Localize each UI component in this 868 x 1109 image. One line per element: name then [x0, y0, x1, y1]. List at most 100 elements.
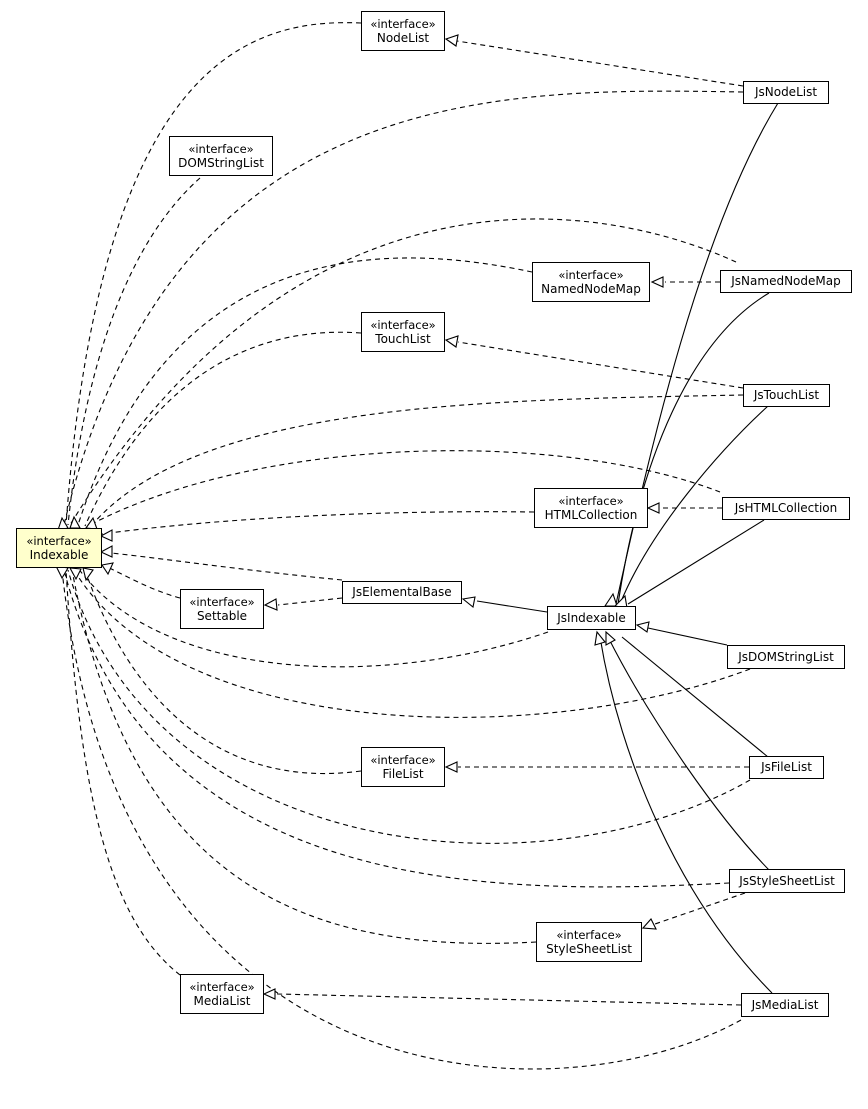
- node-jselementalbase[interactable]: JsElementalBase: [342, 581, 462, 604]
- edge-jsmedialist-indexable: [61, 569, 742, 1070]
- class-name: StyleSheetList: [546, 941, 632, 956]
- arrowhead-indexable-6: [101, 562, 114, 576]
- arrowhead-nodelist: [444, 34, 459, 47]
- edge-jsfilelist-indexable: [67, 569, 751, 844]
- edge-medialist-indexable: [65, 569, 181, 976]
- arrowhead-jsindexable-bottom-2: [605, 630, 616, 646]
- edge-jsdomstringlist-indexable: [73, 569, 751, 718]
- node-jsnodelist[interactable]: JsNodeList: [743, 81, 829, 104]
- class-name: JsIndexable: [557, 610, 626, 625]
- stereotype-label: «interface»: [556, 927, 622, 942]
- edge-jstouchlist-indexable: [91, 394, 744, 526]
- edge-jsnamednodemap-jsindexable: [617, 292, 770, 605]
- stereotype-label: «interface»: [370, 752, 436, 767]
- node-htmlcollection-interface[interactable]: «interface» HTMLCollection: [534, 488, 648, 528]
- class-name: JsFileList: [761, 760, 812, 774]
- stereotype-label: «interface»: [558, 267, 624, 282]
- edge-jstouchlist-jsindexable: [619, 405, 769, 605]
- edge-jsnamednodemap-indexable: [69, 218, 737, 526]
- class-name: Indexable: [29, 547, 89, 562]
- edge-jsnodelist-indexable: [63, 90, 744, 526]
- stereotype-label: «interface»: [189, 979, 255, 994]
- arrowhead-indexable-5: [99, 545, 113, 558]
- edge-stylesheetlist-indexable: [71, 569, 537, 944]
- edge-jselementalbase-settable: [277, 597, 343, 606]
- edge-jsmedialist-jsindexable: [599, 636, 773, 994]
- arrowhead-touchlist: [444, 335, 459, 348]
- edge-jsstylesheetlist-jsindexable: [607, 636, 771, 872]
- edge-jsdomstringlist-jsindexable: [647, 627, 728, 646]
- node-jshtmlcollection[interactable]: JsHTMLCollection: [722, 497, 850, 520]
- edge-jsnodelist-nodelist: [456, 40, 744, 87]
- class-name: NodeList: [376, 30, 430, 45]
- stereotype-label: «interface»: [370, 317, 436, 332]
- class-name: DOMStringList: [178, 155, 264, 170]
- stereotype-label: «interface»: [558, 493, 624, 508]
- node-jsnamednodemap[interactable]: JsNamedNodeMap: [720, 270, 852, 293]
- arrowhead-indexable-2: [69, 515, 81, 529]
- class-name: JsNodeList: [754, 85, 818, 99]
- node-namednodemap-interface[interactable]: «interface» NamedNodeMap: [532, 262, 650, 302]
- arrowhead-htmlcollection: [646, 502, 660, 514]
- class-name: JsTouchList: [753, 388, 820, 402]
- class-name: JsMediaList: [751, 997, 819, 1012]
- node-touchlist-interface[interactable]: «interface» TouchList: [361, 312, 445, 352]
- node-domstringlist-interface[interactable]: «interface» DOMStringList: [169, 136, 273, 176]
- class-name: JsHTMLCollection: [734, 501, 838, 515]
- node-jsindexable[interactable]: JsIndexable: [547, 606, 636, 630]
- class-name: HTMLCollection: [544, 507, 638, 522]
- edge-jstouchlist-touchlist: [457, 341, 744, 389]
- node-jsfilelist[interactable]: JsFileList: [749, 756, 824, 779]
- stereotype-label: «interface»: [188, 141, 254, 156]
- node-settable-interface[interactable]: «interface» Settable: [180, 589, 264, 629]
- edge-filelist-indexable: [84, 569, 362, 775]
- edge-namednodemap-indexable: [77, 257, 533, 526]
- class-name: TouchList: [375, 331, 431, 346]
- node-filelist-interface[interactable]: «interface» FileList: [361, 747, 445, 787]
- arrowhead-jsindexable-right: [635, 621, 650, 633]
- class-name: MediaList: [193, 993, 251, 1008]
- arrowhead-indexable-4: [99, 529, 113, 542]
- class-name: JsDOMStringList: [738, 649, 834, 664]
- edge-jsindexable-jselementalbase: [476, 600, 548, 613]
- node-stylesheetlist-interface[interactable]: «interface» StyleSheetList: [536, 922, 642, 962]
- edge-nodelist-indexable: [65, 22, 362, 526]
- stereotype-label: «interface»: [189, 594, 255, 609]
- class-name: JsNamedNodeMap: [731, 274, 841, 288]
- edge-domstringlist-indexable: [67, 177, 201, 526]
- node-jsdomstringlist[interactable]: JsDOMStringList: [727, 645, 845, 669]
- edge-jsstylesheetlist-stylesheetlist: [654, 892, 746, 925]
- edge-jshtmlcollection-indexable: [87, 450, 721, 527]
- arrowhead-jsindexable-bottom-1: [594, 630, 606, 646]
- class-name: JsStyleSheetList: [739, 873, 835, 888]
- arrowhead-medialist: [262, 988, 276, 1000]
- edge-jsstylesheetlist-indexable: [63, 569, 730, 888]
- class-name: Settable: [196, 608, 248, 623]
- class-name: NamedNodeMap: [541, 281, 641, 296]
- arrowhead-settable: [263, 598, 278, 611]
- node-medialist-interface[interactable]: «interface» MediaList: [180, 974, 264, 1014]
- class-name: JsElementalBase: [352, 585, 452, 599]
- node-indexable[interactable]: «interface» Indexable: [16, 528, 102, 568]
- arrowhead-jsindexable-top-1: [603, 592, 618, 607]
- edge-touchlist-indexable: [84, 331, 362, 527]
- stereotype-label: «interface»: [26, 533, 92, 548]
- edge-jsindexable-indexable: [77, 567, 549, 668]
- edge-jshtmlcollection-jsindexable: [627, 519, 765, 605]
- node-jsstylesheetlist[interactable]: JsStyleSheetList: [729, 869, 845, 893]
- node-jsmedialist[interactable]: JsMediaList: [741, 993, 829, 1017]
- arrowhead-namednodemap: [650, 276, 664, 288]
- stereotype-label: «interface»: [370, 16, 436, 31]
- node-nodelist-interface[interactable]: «interface» NodeList: [361, 11, 445, 51]
- arrowhead-stylesheetlist: [641, 918, 657, 930]
- node-jstouchlist[interactable]: JsTouchList: [743, 384, 830, 407]
- edge-jsmedialist-medialist: [276, 993, 742, 1006]
- arrowhead-filelist: [444, 761, 458, 773]
- edge-settable-indexable: [104, 565, 181, 599]
- arrowhead-indexable-8: [69, 567, 82, 581]
- edge-htmlcollection-indexable: [101, 511, 535, 535]
- edge-jsnodelist-jsindexable: [615, 102, 779, 605]
- arrowhead-indexable-9: [82, 567, 94, 582]
